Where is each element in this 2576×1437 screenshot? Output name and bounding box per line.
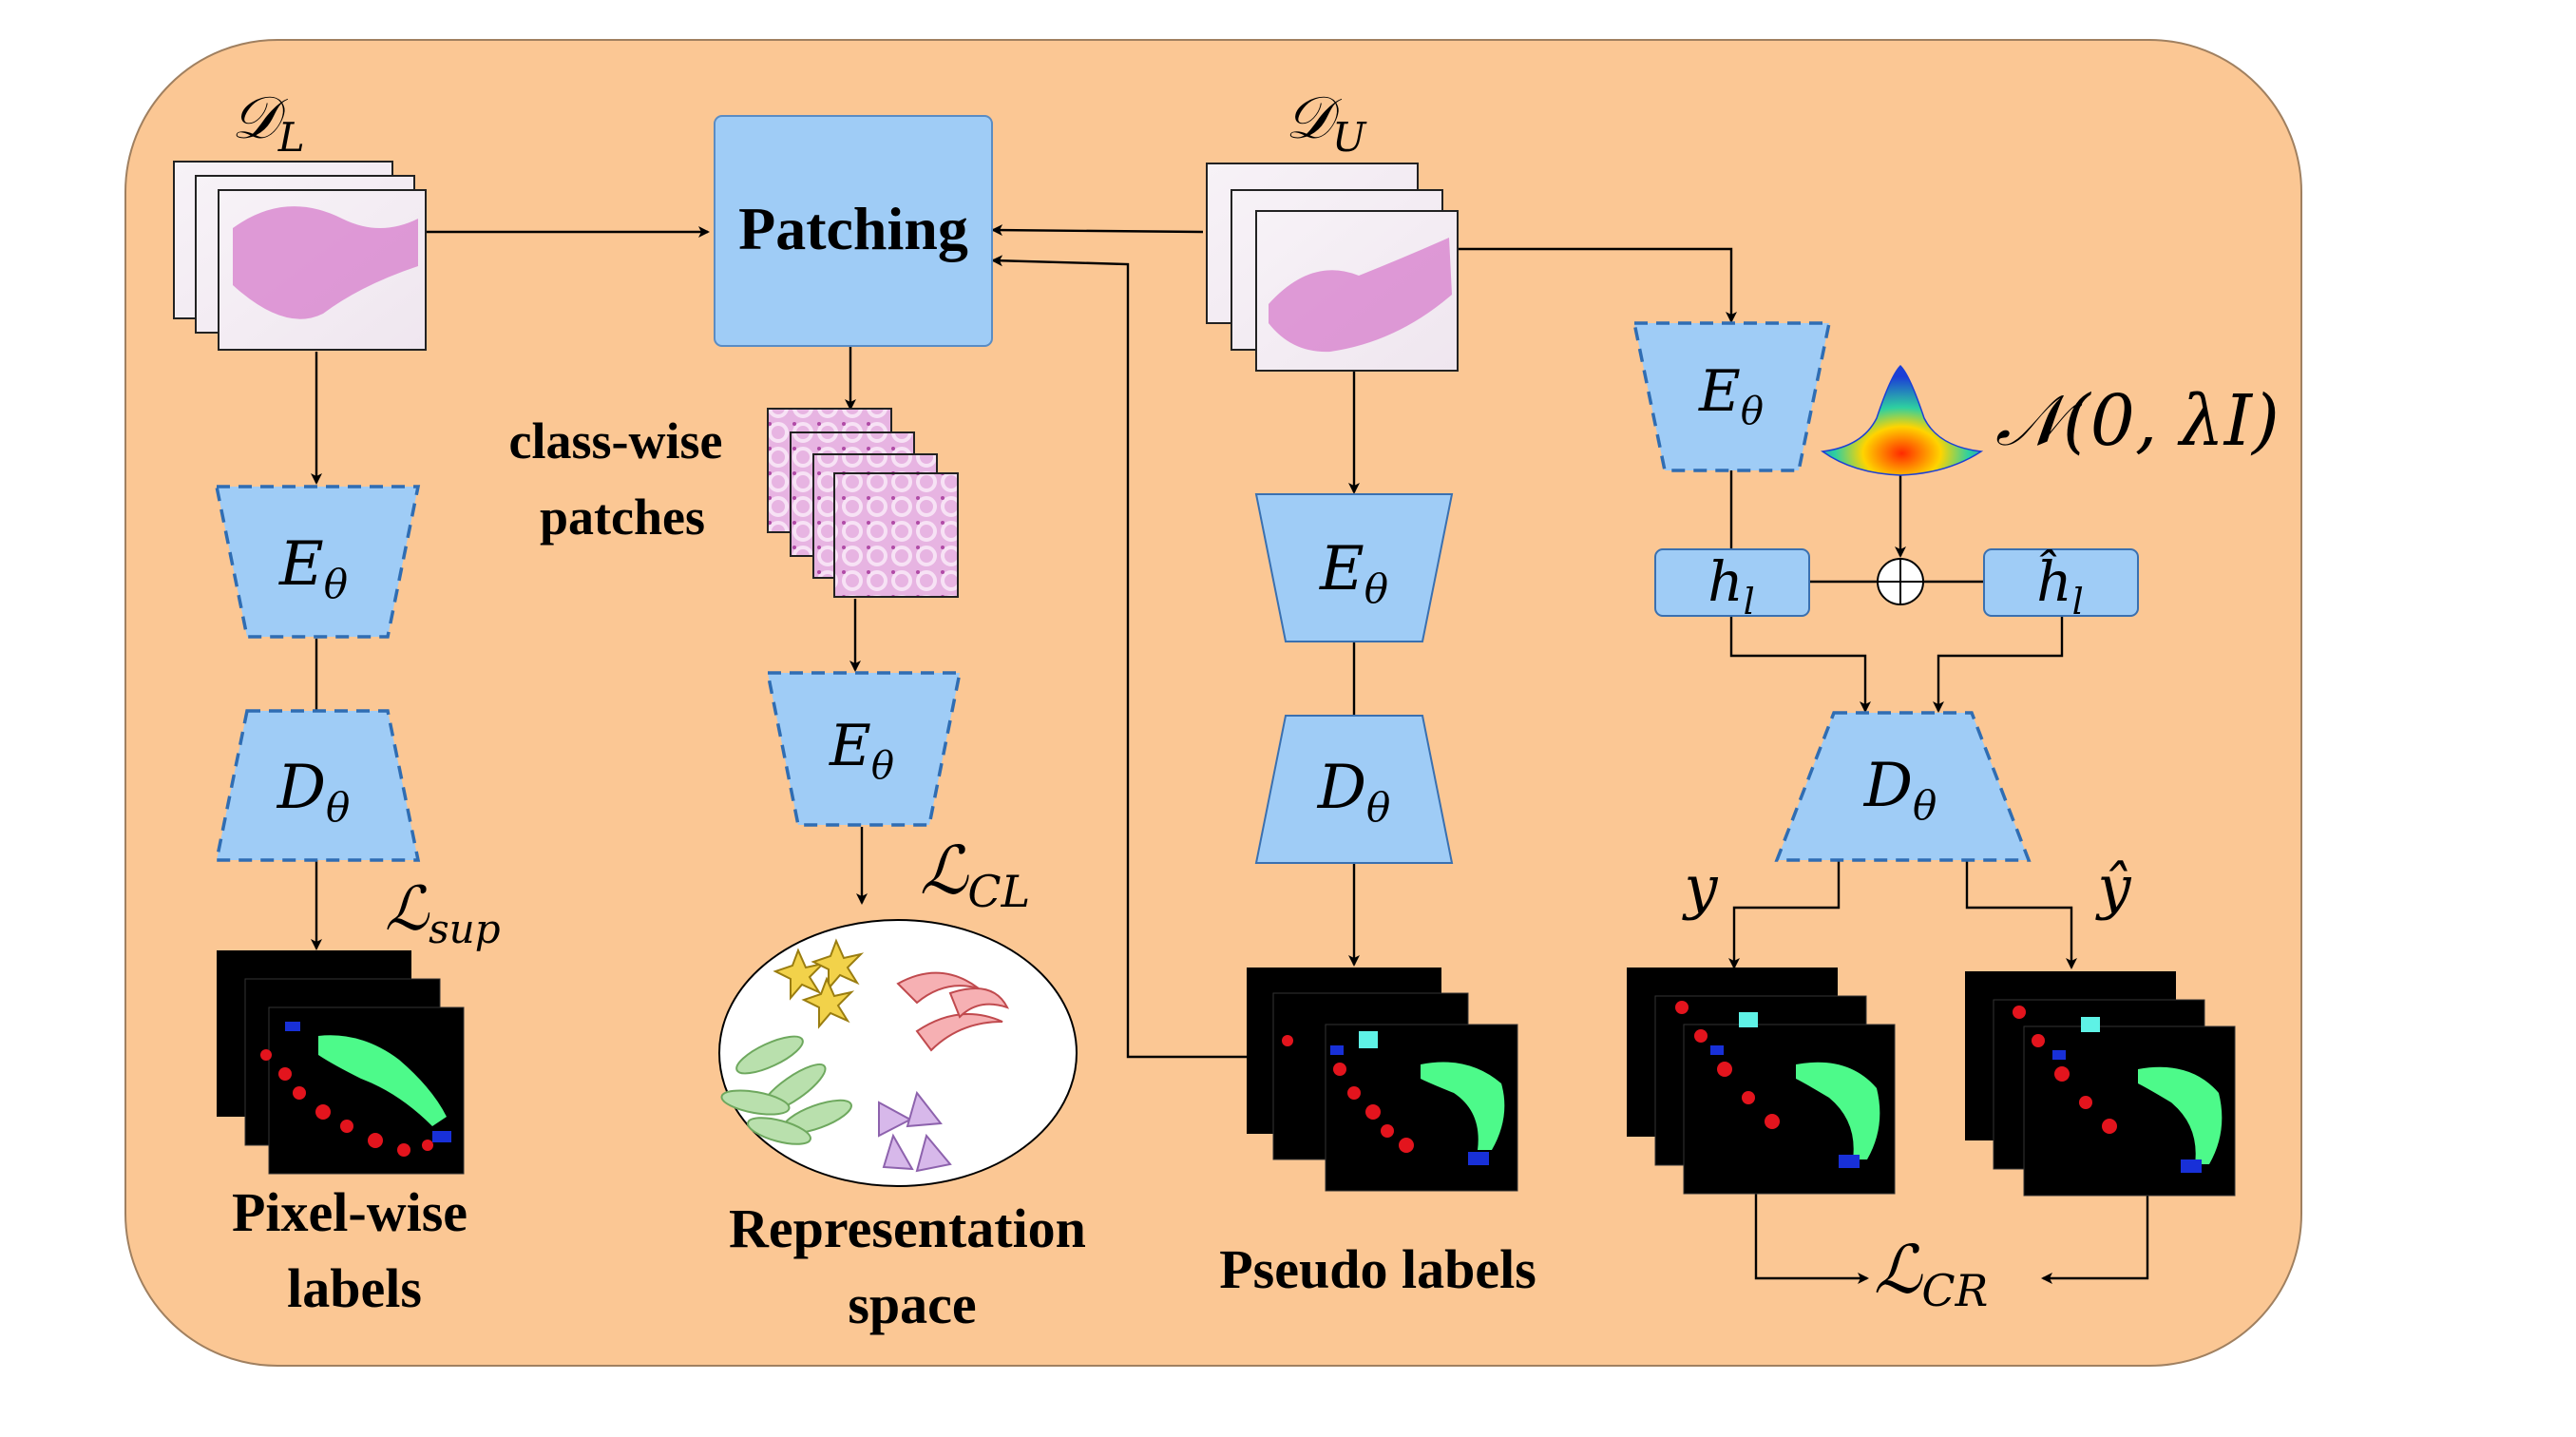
connectors <box>311 224 2149 1284</box>
decoder-block-col3 <box>1254 715 1454 864</box>
encoder-label-col1: Eθ <box>278 529 348 607</box>
decoder-label-col1: Dθ <box>277 753 351 831</box>
prediction-y-stack <box>1627 968 1896 1195</box>
class-wise-patches <box>767 408 959 598</box>
encoder-block-col2 <box>765 671 963 827</box>
representation-caption-line1: Representation <box>729 1198 1086 1259</box>
patching-label: Patching <box>738 195 968 262</box>
feature-h-box <box>1654 548 1810 617</box>
encoder-block-col3 <box>1254 493 1454 642</box>
decoder-label-col3: Dθ <box>1317 753 1391 831</box>
patching-block <box>714 115 993 347</box>
feature-h-label: hl <box>1708 549 1755 623</box>
encoder-label-col2: Eθ <box>829 713 894 788</box>
encoder-block-col4 <box>1631 321 1832 472</box>
plus-operator <box>1877 558 1924 605</box>
pseudo-labels-caption: Pseudo labels <box>1219 1238 1536 1300</box>
encoder-label-col3: Eθ <box>1319 534 1388 612</box>
decoder-block-col1 <box>214 709 421 862</box>
feature-h-hat-label: ĥl <box>2036 549 2084 623</box>
encoder-label-col4: Eθ <box>1698 358 1764 433</box>
gaussian-surface-icon <box>1820 364 1984 476</box>
prediction-y-label: y <box>1681 853 1718 922</box>
pixel-wise-caption-line2: labels <box>287 1257 422 1319</box>
encoder-block-col1 <box>214 485 421 639</box>
feature-h-hat-box <box>1983 548 2139 617</box>
representation-space <box>718 919 1078 1187</box>
pixel-wise-caption-line1: Pixel-wise <box>232 1181 467 1243</box>
pseudo-label-stack <box>1247 968 1518 1192</box>
pixel-wise-label-stack <box>217 950 465 1175</box>
patches-caption-line2: patches <box>540 489 705 546</box>
representation-caption-line2: space <box>848 1274 976 1335</box>
loss-cr-label: ℒCR <box>1874 1231 1988 1316</box>
prediction-y-hat-label: ŷ <box>2094 853 2131 922</box>
patches-caption-line1: class-wise <box>509 412 723 469</box>
labeled-image-stack <box>173 161 427 351</box>
unlabeled-image-stack <box>1206 163 1459 372</box>
decoder-block-col4 <box>1774 711 2032 862</box>
loss-cl-label: ℒCL <box>920 832 1030 917</box>
noise-distribution-label: 𝒩(0, λI) <box>1995 380 2280 462</box>
prediction-y-hat-stack <box>1965 971 2236 1197</box>
loss-sup-label: ℒsup <box>385 874 501 952</box>
decoder-label-col4: Dθ <box>1863 751 1937 829</box>
